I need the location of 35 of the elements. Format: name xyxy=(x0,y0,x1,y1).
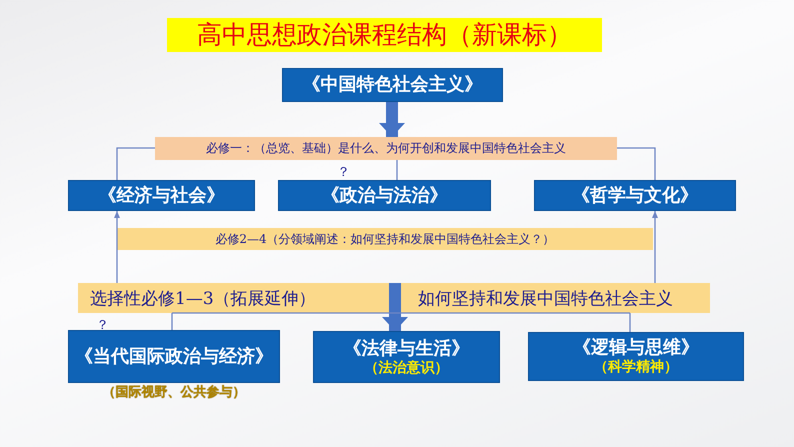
course-band xyxy=(117,228,653,250)
band-text: 如何坚持和发展中国特色社会主义 xyxy=(418,288,673,310)
note-text: （国际视野、公共参与） xyxy=(102,384,246,401)
connector-line xyxy=(396,160,398,180)
block-arrow xyxy=(379,102,405,137)
course-box xyxy=(528,332,744,381)
connector-line xyxy=(629,313,631,332)
course-band xyxy=(78,283,710,313)
course-title: 《政治与法治》 xyxy=(322,184,448,206)
connector-line xyxy=(116,147,155,180)
question-mark: ？ xyxy=(96,317,109,334)
title: 高中思想政治课程结构（新课标） xyxy=(167,18,602,52)
arrow xyxy=(652,211,658,283)
title-box xyxy=(282,68,503,102)
block-arrow xyxy=(382,283,408,331)
band-text: 选择性必修1—3（拓展延伸） xyxy=(90,288,316,310)
course-box xyxy=(278,180,491,211)
course-box xyxy=(313,331,500,383)
connector-line xyxy=(617,147,656,180)
band-text: 必修一：（总览、基础）是什么、为何开创和发展中国特色社会主义 xyxy=(206,140,566,157)
course-title: 《经济与社会》 xyxy=(98,184,224,206)
course-box xyxy=(68,180,255,211)
course-band xyxy=(155,137,617,160)
course-title: 《逻辑与思维》 xyxy=(573,337,699,359)
course-title: 《中国特色社会主义》 xyxy=(302,74,482,96)
subtitle: （科学精神） xyxy=(594,359,678,376)
question-mark: ？ xyxy=(337,164,350,181)
course-title: 《法律与生活》 xyxy=(344,338,470,360)
course-title: 《哲学与文化》 xyxy=(572,184,698,206)
arrow xyxy=(114,211,120,283)
connector-line xyxy=(171,313,173,330)
course-box xyxy=(534,180,736,211)
course-title: 《当代国际政治与经济》 xyxy=(75,346,273,368)
band-text: 必修2—4（分领域阐述：如何坚持和发展中国特色社会主义？） xyxy=(215,230,555,248)
subtitle: （法治意识） xyxy=(364,360,448,376)
